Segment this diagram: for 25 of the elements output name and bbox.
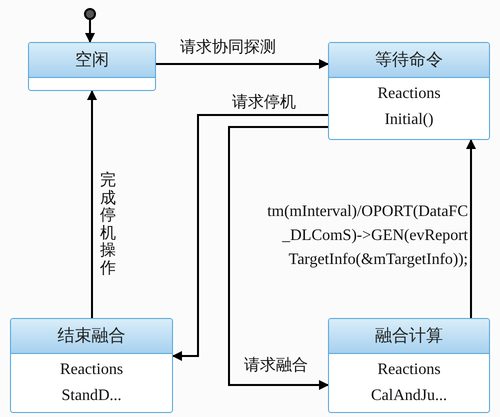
state-name: 结束融合 [58, 325, 126, 348]
state-name: 等待命令 [375, 49, 443, 72]
state-box [328, 318, 490, 413]
arrow [87, 90, 97, 318]
state-text: Initial() [384, 110, 434, 130]
state-name: 融合计算 [375, 325, 443, 348]
arrow [172, 114, 328, 361]
state-text: CalAndJu... [371, 386, 447, 406]
edge-label: 请求协同探测 [180, 38, 276, 58]
state-text: Reactions [377, 84, 441, 104]
state-text: Reactions [60, 360, 124, 380]
edge-label: 请求融合 [244, 356, 308, 376]
arrow [228, 126, 329, 390]
state-box [10, 318, 173, 413]
edge-label: 完成停机操作 [100, 172, 116, 278]
state-box [28, 42, 156, 91]
arrow [466, 139, 476, 318]
state-text: StandD... [62, 386, 122, 406]
edge-label: tm(mInterval)/OPORT(DataFC _DLComS)->GEN(evReport TargetInfo(&mTargetInfo)); [266, 202, 468, 270]
arrow [85, 20, 95, 43]
state-text: Reactions [377, 360, 441, 380]
arrow [156, 59, 329, 69]
edge-label: 请求停机 [232, 92, 296, 113]
state-name: 空闲 [75, 49, 109, 72]
state-box [328, 42, 490, 140]
